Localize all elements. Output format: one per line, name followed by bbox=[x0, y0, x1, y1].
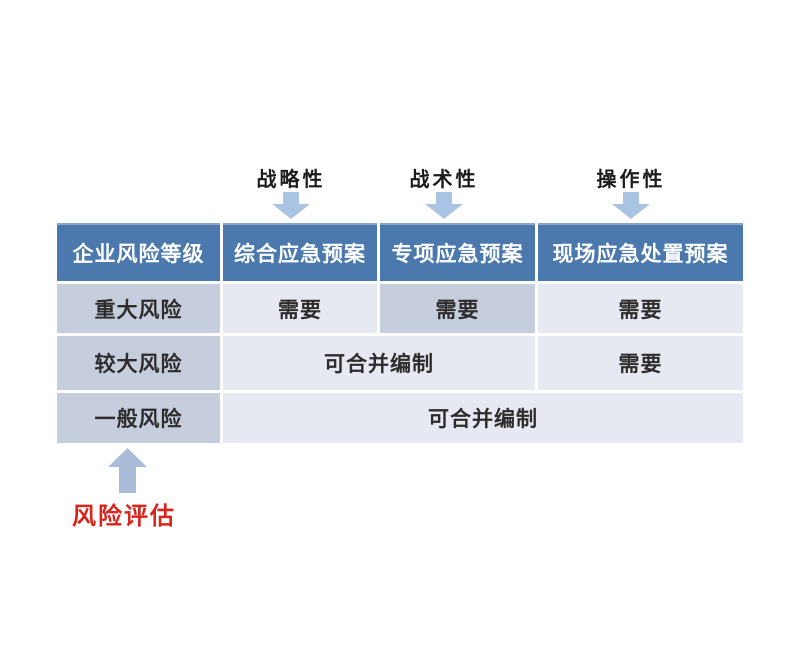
up-arrow-icon bbox=[108, 448, 147, 493]
down-arrow-icon bbox=[612, 192, 650, 219]
annotation-operational: 操作性 bbox=[596, 167, 666, 191]
header-cell-onsite-plan: 现场应急处置预案 bbox=[538, 223, 743, 281]
row-label-major-risk: 重大风险 bbox=[57, 284, 220, 333]
cell-major-onsite: 需要 bbox=[538, 284, 743, 333]
down-arrow-icon bbox=[425, 192, 463, 219]
annotation-tactical: 战术性 bbox=[409, 167, 479, 191]
risk-assessment-label: 风险评估 bbox=[72, 501, 176, 530]
cell-major-special: 需要 bbox=[380, 284, 535, 333]
cell-larger-onsite: 需要 bbox=[538, 336, 743, 390]
down-arrow-icon bbox=[272, 192, 310, 219]
cell-larger-merged: 可合并编制 bbox=[223, 336, 535, 390]
row-label-general-risk: 一般风险 bbox=[57, 393, 220, 443]
header-cell-special-plan: 专项应急预案 bbox=[380, 223, 535, 281]
row-label-larger-risk: 较大风险 bbox=[57, 336, 220, 390]
header-cell-risk-level: 企业风险等级 bbox=[57, 223, 220, 281]
emergency-plan-table: 企业风险等级 综合应急预案 专项应急预案 现场应急处置预案 重大风险 需要 需要… bbox=[57, 223, 743, 443]
cell-general-merged: 可合并编制 bbox=[223, 393, 743, 443]
cell-major-comprehensive: 需要 bbox=[223, 284, 377, 333]
header-cell-comprehensive-plan: 综合应急预案 bbox=[223, 223, 377, 281]
annotation-strategic: 战略性 bbox=[256, 167, 326, 191]
